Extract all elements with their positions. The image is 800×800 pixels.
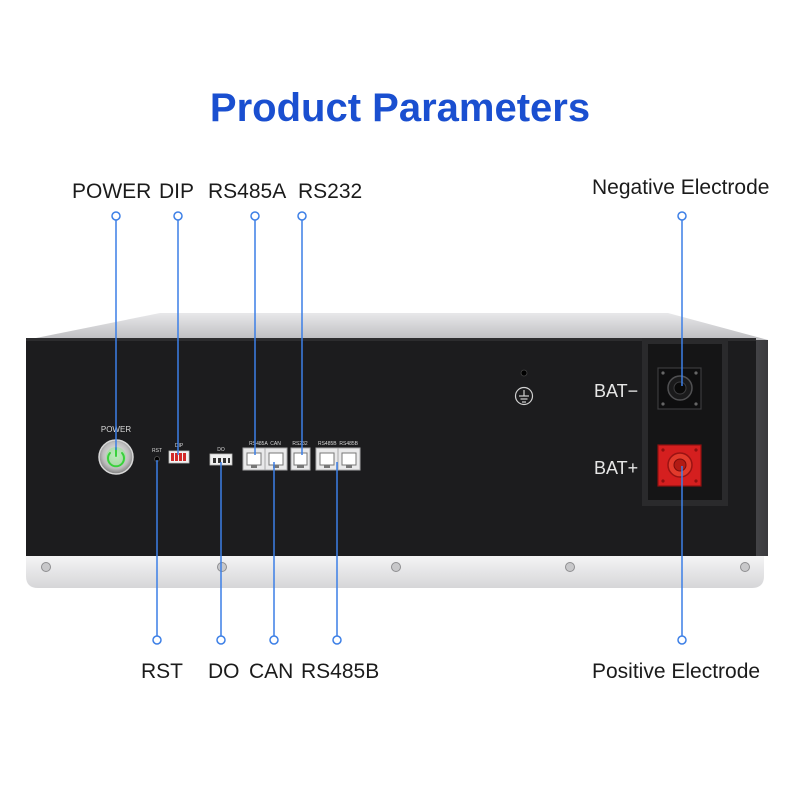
screw: [217, 562, 227, 572]
leader-end-can: [269, 635, 279, 645]
callout-can: CAN: [249, 660, 294, 683]
callout-rs232: RS232: [298, 180, 363, 203]
ground-symbol-icon: [514, 369, 534, 406]
callout-rs485b: RS485B: [301, 660, 380, 683]
leader-end-positive: [677, 635, 687, 645]
leader-end-rs232: [297, 211, 307, 221]
panel-label-rs485b-pair: RS485B RS485B: [318, 441, 359, 447]
front-panel: [26, 338, 756, 556]
panel-label-rs485a-can: RS485A CAN: [249, 441, 281, 447]
callout-rs485a: RS485A: [208, 180, 287, 203]
screw: [41, 562, 51, 572]
panel-label-rst: RST: [152, 448, 162, 454]
rs485a-port: [242, 447, 266, 471]
rs232-port: [290, 447, 311, 471]
positive-terminal: [657, 444, 702, 487]
leader-end-dip: [173, 211, 183, 221]
panel-label-rs232: RS232: [292, 441, 308, 447]
rs485b-port-1: [315, 447, 339, 471]
power-button: [98, 439, 134, 475]
callout-dip: DIP: [159, 180, 195, 203]
base-plate: [26, 556, 764, 588]
panel-label-do: DO: [217, 447, 225, 453]
screw: [391, 562, 401, 572]
leader-end-rs485b: [332, 635, 342, 645]
rs485b-port-2: [337, 447, 361, 471]
panel-label-dip: DIP: [175, 443, 184, 449]
front-panel-edge: [26, 338, 756, 341]
leader-end-power: [111, 211, 121, 221]
screw: [565, 562, 575, 572]
callout-power: POWER: [72, 180, 152, 203]
bat-plus-label: BAT+: [594, 458, 638, 478]
page-title: Product Parameters: [209, 86, 591, 130]
base-screws: [41, 562, 750, 572]
bat-minus-label: BAT−: [594, 381, 638, 401]
can-port: [264, 447, 288, 471]
dip-switch: [168, 450, 190, 464]
power-led-icon: [107, 452, 125, 468]
leader-lines: [111, 211, 687, 645]
callout-negative-electrode: Negative Electrode: [592, 176, 770, 199]
callout-rst: RST: [141, 660, 183, 683]
negative-terminal: [657, 367, 702, 410]
leader-end-negative: [677, 211, 687, 221]
leader-end-rs485a: [250, 211, 260, 221]
leader-end-do: [216, 635, 226, 645]
callout-do: DO: [208, 660, 240, 683]
screw: [740, 562, 750, 572]
callout-positive-electrode: Positive Electrode: [592, 660, 761, 683]
chassis-top: [26, 313, 768, 340]
leader-end-rst: [152, 635, 162, 645]
